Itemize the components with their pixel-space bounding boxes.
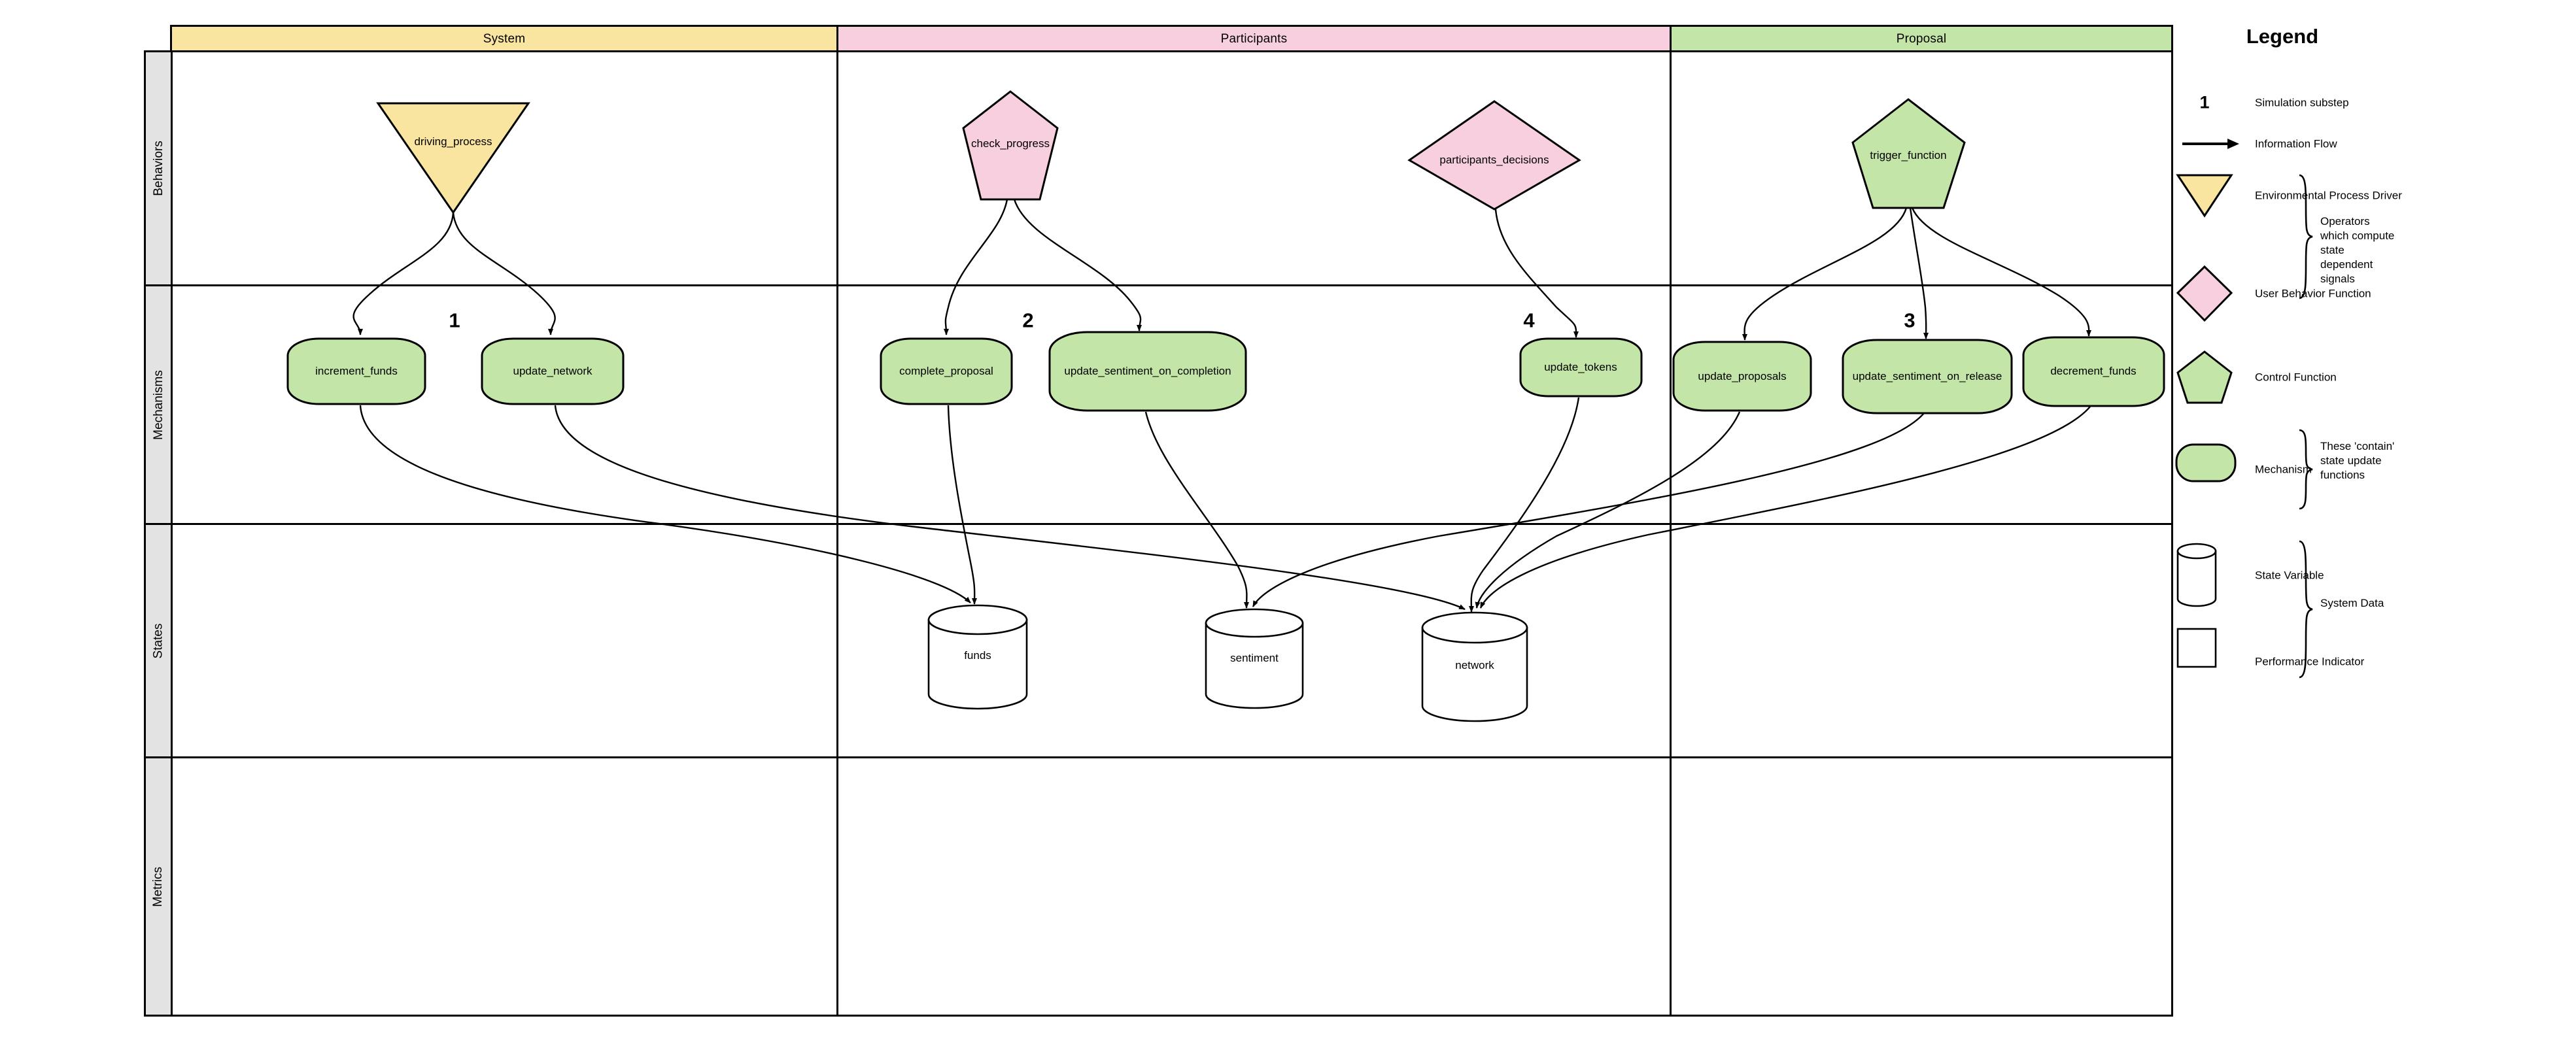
- row-label-mechanisms: Mechanisms: [144, 284, 173, 525]
- edge-trigger_function-decrement_funds: [1911, 207, 2092, 337]
- node-shape-update_network[interactable]: [481, 337, 625, 405]
- brace-text-mechanism: These 'contain' state update functions: [2320, 440, 2395, 482]
- legend-panel: Legend: [2171, 0, 2576, 1046]
- node-shape-sentiment[interactable]: [1205, 608, 1304, 709]
- node-shape-update_sentiment_on_completion[interactable]: [1048, 331, 1247, 412]
- edge-trigger_function-update_proposals: [1742, 207, 1908, 341]
- column-header-proposal: Proposal: [1670, 25, 2173, 52]
- legend-substep-number: 1: [2199, 92, 2210, 112]
- legend-glyphs: [2175, 139, 2313, 679]
- legend-label-user-behavior-function: User Behavior Function: [2255, 287, 2371, 300]
- edge-check_progress-complete_proposal: [943, 199, 1008, 335]
- edge-trigger_function-update_sentiment_on_release: [1909, 207, 1929, 339]
- edge-update_sentiment_on_completion-sentiment: [1144, 411, 1250, 609]
- node-shape-network[interactable]: [1421, 611, 1528, 722]
- legend-label-mechanism: Mechanism: [2255, 463, 2312, 476]
- substep-number-2: 2: [1022, 309, 1034, 332]
- node-shape-complete_proposal[interactable]: [880, 337, 1013, 405]
- legend-label-environmental-process-driver: Environmental Process Driver: [2255, 189, 2402, 202]
- column-header-participants-label: Participants: [1220, 31, 1288, 46]
- legend-label-state-variable: State Variable: [2255, 569, 2324, 582]
- diamond-icon: [2176, 265, 2233, 322]
- node-shape-decrement_funds[interactable]: [2022, 336, 2165, 407]
- arrow-right-icon: [2182, 139, 2239, 149]
- substep-number-3: 3: [1904, 309, 1915, 332]
- node-shape-update_sentiment_on_release[interactable]: [1842, 339, 2013, 414]
- edge-update_sentiment_on_release-sentiment: [1252, 413, 1925, 607]
- edge-driving_process-increment_funds: [352, 212, 455, 335]
- edge-driving_process-update_network: [452, 212, 556, 335]
- rounded-rect-icon: [2175, 443, 2237, 482]
- legend-label-performance-indicator: Performance Indicator: [2255, 655, 2365, 668]
- node-shape-driving_process[interactable]: [376, 102, 530, 214]
- legend-label-control-function: Control Function: [2255, 371, 2337, 384]
- inverted-triangle-icon: [2176, 174, 2233, 218]
- brace-system-data: [2299, 540, 2313, 679]
- brace-text-system-data: System Data: [2320, 597, 2384, 609]
- column-header-system-label: System: [483, 31, 526, 46]
- column-header-proposal-label: Proposal: [1896, 31, 1947, 46]
- edge-update_tokens-network: [1468, 397, 1580, 613]
- edge-increment_funds-funds: [359, 405, 971, 603]
- cell-proposal-metrics: [1670, 756, 2173, 1017]
- pentagon-icon: [2176, 350, 2233, 404]
- legend-label-simulation-substep: Simulation substep: [2255, 96, 2349, 109]
- legend-label-information-flow: Information Flow: [2255, 137, 2337, 150]
- brace-mechanism: [2299, 429, 2313, 510]
- node-shape-trigger_function[interactable]: [1851, 98, 1966, 209]
- edge-participants_decisions-update_tokens: [1494, 209, 1579, 338]
- substep-number-1: 1: [449, 309, 460, 332]
- node-shape-participants_decisions[interactable]: [1407, 100, 1581, 211]
- node-shape-update_tokens[interactable]: [1519, 337, 1643, 397]
- node-shape-check_progress[interactable]: [962, 90, 1059, 201]
- cylinder-icon: [2176, 543, 2217, 607]
- edge-decrement_funds-network: [1479, 406, 2091, 609]
- brace-operators: [2299, 174, 2313, 299]
- legend-title: Legend: [2246, 25, 2319, 48]
- edge-update_network-network: [554, 405, 1466, 611]
- square-icon: [2176, 628, 2217, 668]
- edge-update_proposals-network: [1475, 411, 1741, 609]
- node-shape-funds[interactable]: [927, 604, 1028, 710]
- node-shape-increment_funds[interactable]: [286, 337, 426, 405]
- node-shape-update_proposals[interactable]: [1672, 341, 1812, 412]
- brace-text-operators: Operators which compute state dependent …: [2320, 215, 2395, 286]
- substep-number-4: 4: [1523, 309, 1535, 332]
- edge-complete_proposal-funds: [947, 405, 978, 605]
- edge-check_progress-update_sentiment_on_completion: [1013, 199, 1142, 331]
